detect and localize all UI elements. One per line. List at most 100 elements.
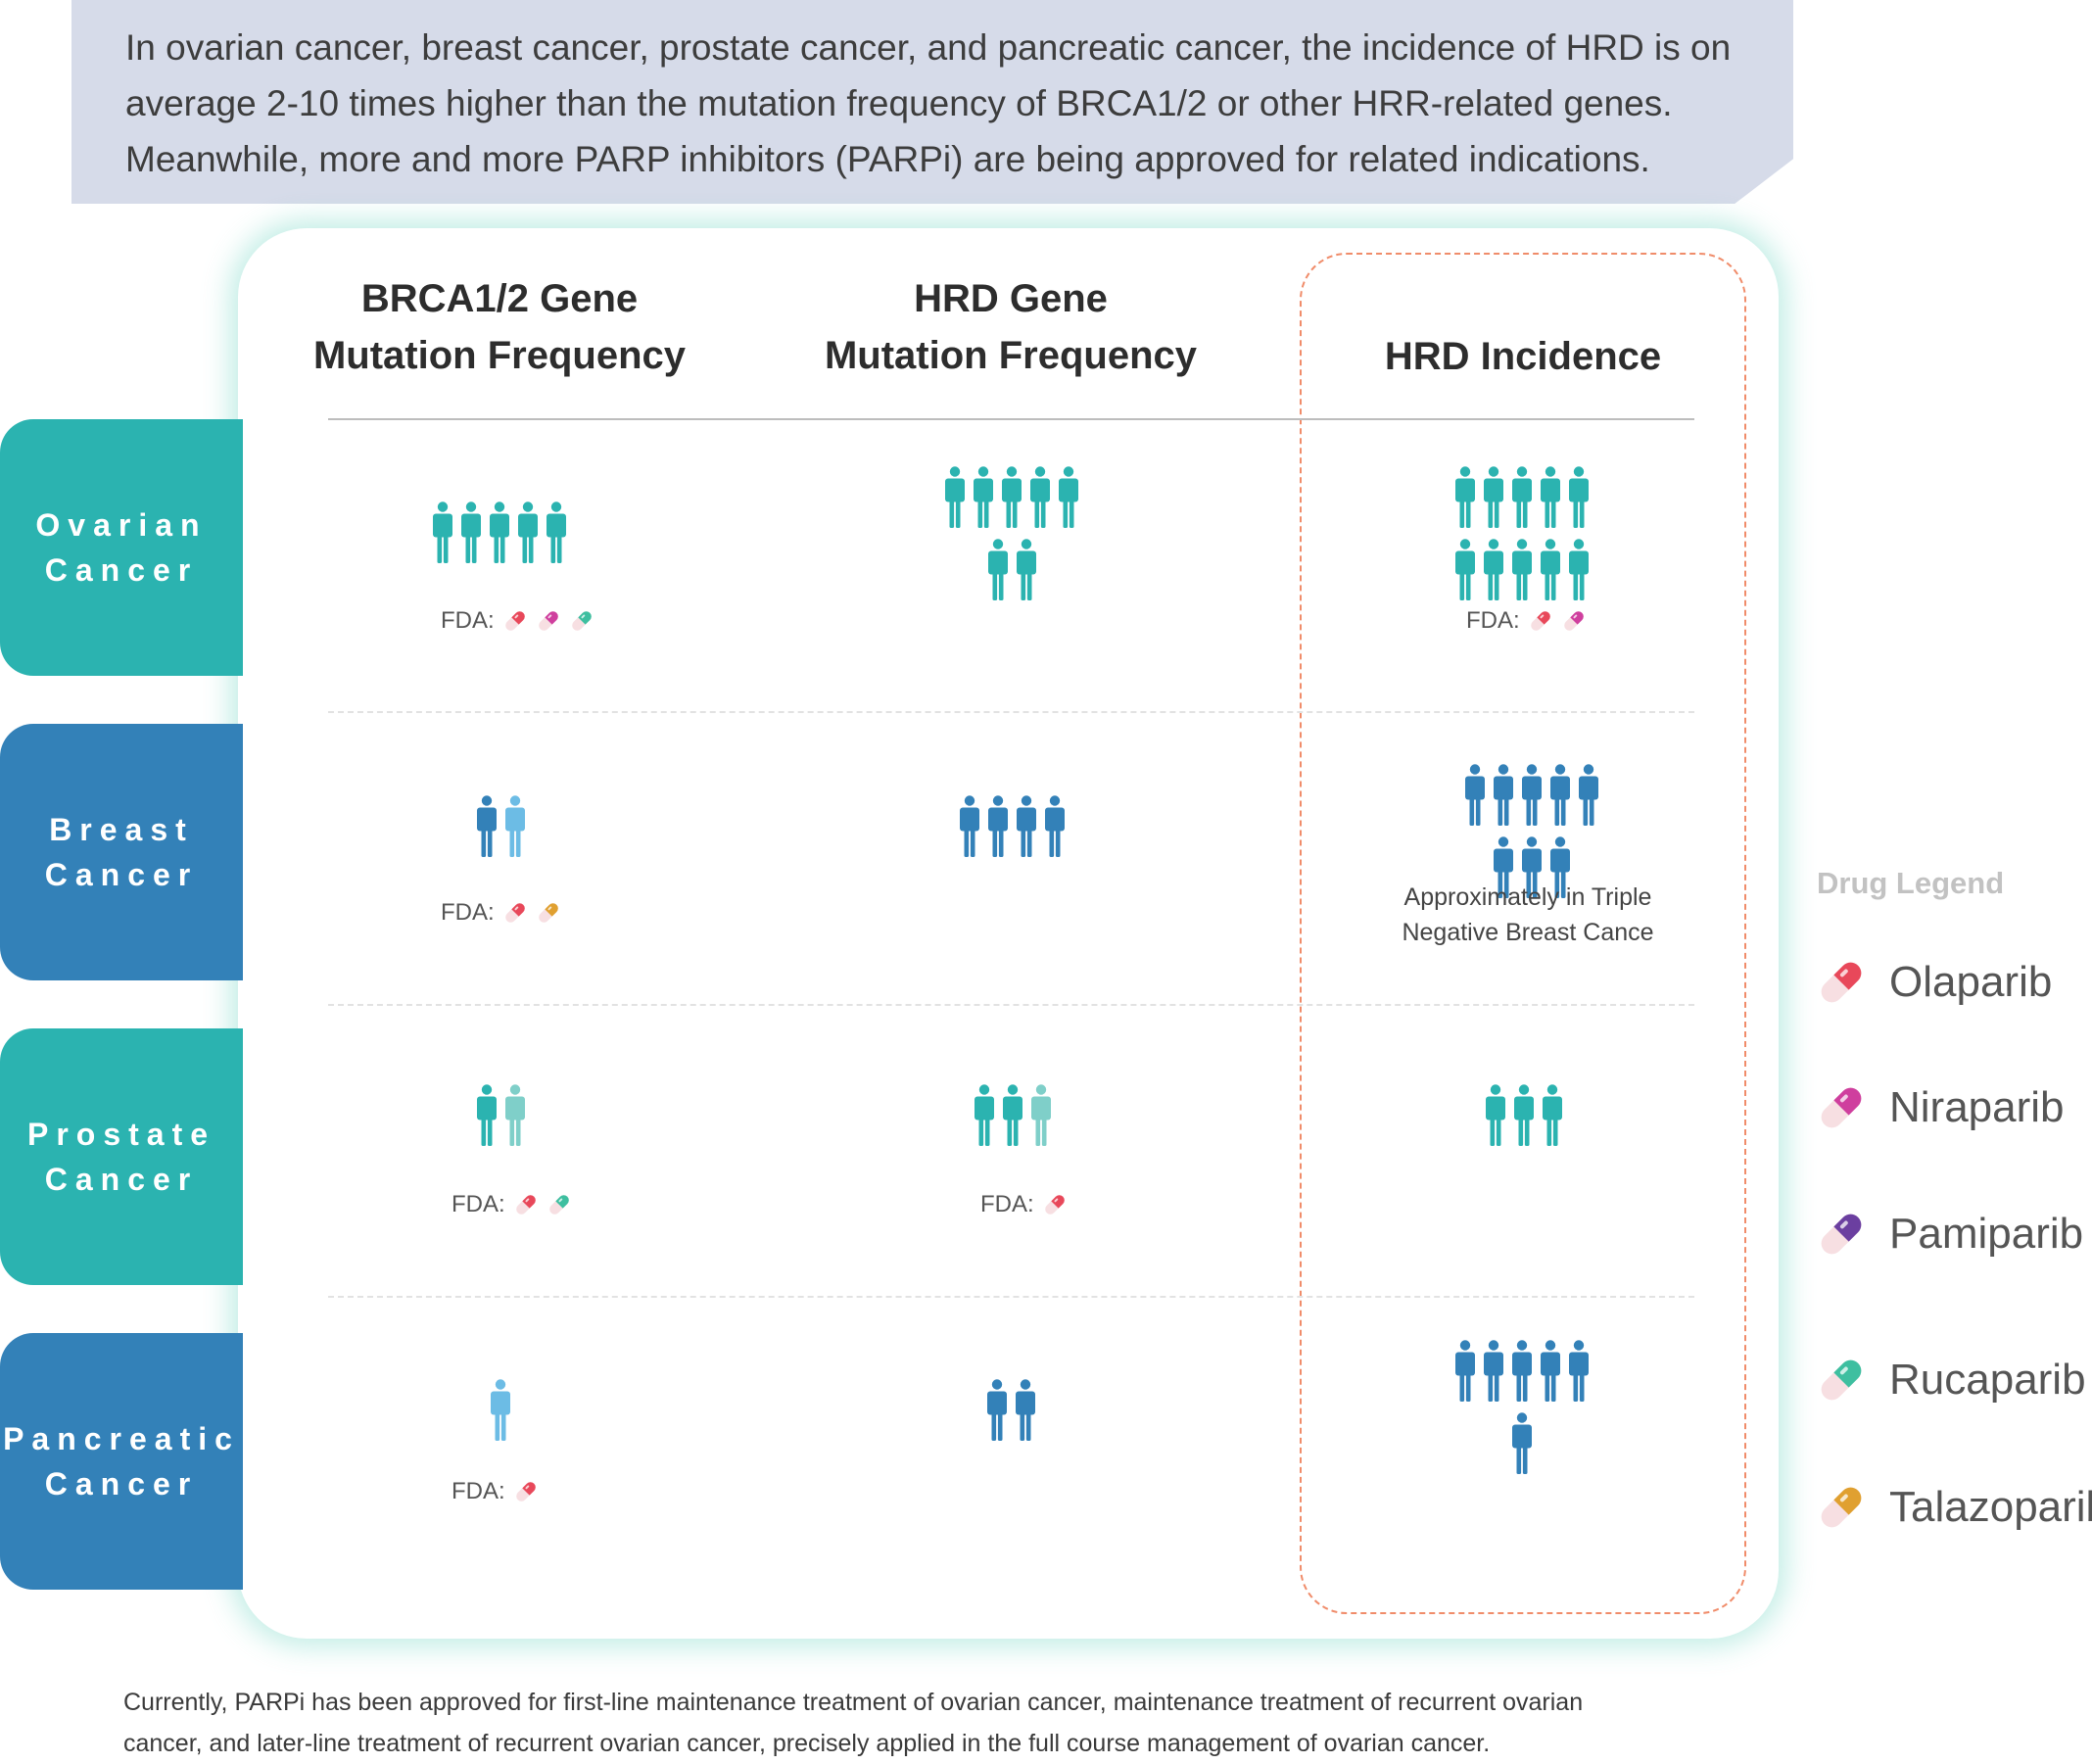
pill-icon [538, 611, 558, 631]
pill-icon [1821, 1359, 1862, 1401]
legend-item-pamiparib: Pamiparib [1815, 1208, 2083, 1261]
column-header-brca-line2: Mutation Frequency [312, 334, 687, 377]
column-header-hrd-mutation-line2: Mutation Frequency [824, 334, 1198, 377]
row-divider-1 [328, 711, 1694, 713]
fda-label: FDA: [452, 1478, 505, 1504]
pill-icon [504, 903, 525, 923]
intro-line-1: In ovarian cancer, breast cancer, prosta… [125, 27, 1732, 68]
person-icon [1512, 1412, 1532, 1474]
row-label-breast-line2: Cancer [44, 857, 199, 892]
person-icon [1465, 764, 1485, 826]
person-icon [505, 1084, 525, 1146]
person-icon [960, 795, 979, 857]
pill-icon [548, 1195, 569, 1215]
person-icon [1541, 1340, 1560, 1402]
pill-icon [1821, 1487, 1862, 1528]
person-icon [1455, 466, 1475, 528]
person-icon [974, 466, 993, 528]
fda-label: FDA: [441, 899, 495, 926]
column-header-hrd-mutation-line1: HRD Gene [914, 277, 1108, 320]
row-label-prostate-line2: Cancer [44, 1162, 199, 1197]
intro-line-2: average 2-10 times higher than the mutat… [125, 83, 1673, 123]
person-icon [1484, 466, 1503, 528]
person-icon [1494, 764, 1513, 826]
person-icon [490, 501, 509, 563]
legend-item-olaparib: Olaparib [1815, 956, 2052, 1009]
fda-label: FDA: [1466, 607, 1520, 634]
row-divider-2 [328, 1004, 1694, 1006]
pill-icon [1530, 611, 1550, 631]
person-icon [1522, 764, 1542, 826]
person-icon [1059, 466, 1078, 528]
legend-item-rucaparib: Rucaparib [1815, 1354, 2086, 1406]
person-icon [433, 501, 452, 563]
person-icon [1512, 539, 1532, 600]
person-icon [1045, 795, 1065, 857]
footer-note: Currently, PARPi has been approved for f… [123, 1682, 1769, 1764]
row-label-prostate-line1: Prostate [26, 1117, 216, 1152]
legend-item-talazoparib: Talazoparib [1815, 1481, 2092, 1534]
person-icon [1543, 1084, 1562, 1146]
person-icon [547, 501, 566, 563]
fda-ovarian-hrd-incidence: FDA: [1466, 605, 1587, 637]
column-header-brca-line1: BRCA1/2 Gene [360, 277, 639, 320]
fda-pancreatic-brca: FDA: [452, 1476, 539, 1507]
legend-label: Niraparib [1889, 1083, 2065, 1131]
person-icon [1494, 836, 1513, 898]
person-icon [945, 466, 965, 528]
fda-label: FDA: [452, 1191, 505, 1217]
person-icon [1514, 1084, 1534, 1146]
column-header-hrd-incidence-label: HRD Incidence [1384, 335, 1662, 378]
pill-icon [1044, 1195, 1065, 1215]
person-icon [1550, 764, 1570, 826]
person-icon [1017, 795, 1036, 857]
person-icon [491, 1379, 510, 1441]
intro-line-3: Meanwhile, more and more PARP inhibitors… [125, 139, 1650, 179]
legend-item-niraparib: Niraparib [1815, 1081, 2065, 1134]
breast-hrd-note-line2: Negative Breast Cance [1402, 919, 1654, 946]
row-label-breast-line1: Breast [49, 812, 194, 847]
intro-banner: In ovarian cancer, breast cancer, prosta… [71, 0, 1793, 204]
person-icon [1541, 466, 1560, 528]
column-header-brca: BRCA1/2 Gene Mutation Frequency [245, 270, 754, 384]
fda-label: FDA: [441, 607, 495, 634]
hrd-incidence-highlight [1300, 253, 1746, 1614]
person-icon [975, 1084, 994, 1146]
pill-icon [1563, 611, 1584, 631]
person-icon [1455, 1340, 1475, 1402]
legend-label: Pamiparib [1889, 1210, 2084, 1258]
fda-label: FDA: [980, 1191, 1034, 1217]
person-icon [505, 795, 525, 857]
person-icon [1016, 539, 1036, 600]
pill-icon [515, 1195, 536, 1215]
person-icon [1031, 1084, 1051, 1146]
person-icon [1455, 539, 1475, 600]
person-icon [988, 795, 1008, 857]
row-label-ovarian-line2: Cancer [44, 552, 199, 588]
row-divider-3 [328, 1296, 1694, 1298]
pill-icon [504, 611, 525, 631]
person-icon [518, 501, 538, 563]
footer-line-1: Currently, PARPi has been approved for f… [123, 1689, 1584, 1716]
intro-text: In ovarian cancer, breast cancer, prosta… [125, 20, 1771, 187]
fda-prostate-hrd-mutation: FDA: [980, 1189, 1068, 1220]
breast-hrd-note: Approximately in Triple Negative Breast … [1361, 880, 1694, 950]
person-icon [1016, 1379, 1035, 1441]
pill-icon [571, 611, 592, 631]
header-divider [328, 418, 1694, 420]
pill-icon [515, 1482, 536, 1502]
legend-label: Rucaparib [1889, 1356, 2086, 1404]
person-icon [1550, 836, 1570, 898]
fda-prostate-brca: FDA: [452, 1189, 572, 1220]
person-icon [1484, 1340, 1503, 1402]
person-icon [1569, 1340, 1589, 1402]
row-label-pancreatic-line2: Cancer [44, 1466, 199, 1502]
person-icon [477, 795, 497, 857]
person-icon [987, 539, 1008, 600]
pill-icon [1821, 962, 1862, 1003]
person-icon [1002, 466, 1022, 528]
person-icon [477, 1084, 497, 1146]
